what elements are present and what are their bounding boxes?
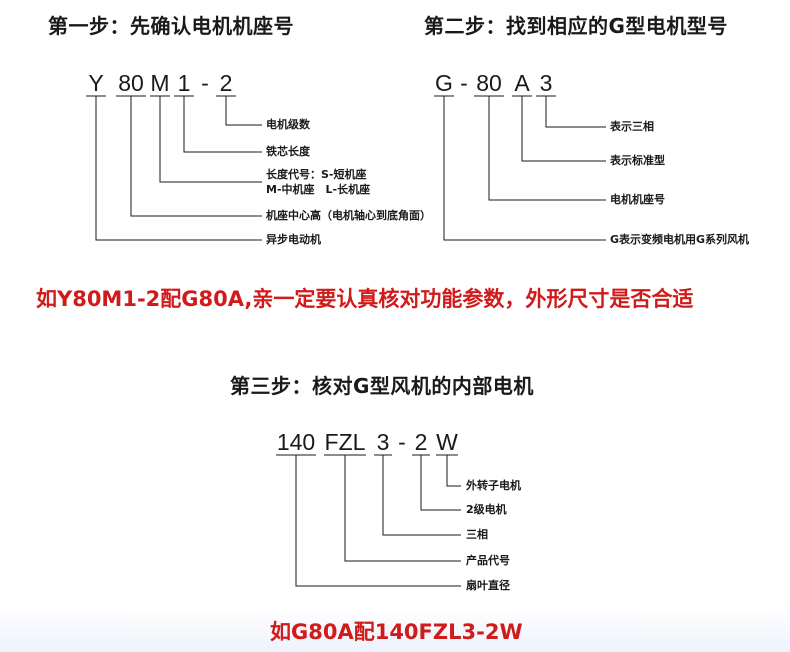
step2-title: 第二步：找到相应的G型电机型号 [424,14,728,38]
code-dash: - [201,70,209,96]
connector-w [446,455,461,487]
connector-g [443,96,606,241]
label-outer-rotor: 外转子电机 [466,479,521,492]
code-140: 140 [276,429,316,455]
code-m: M [150,70,170,96]
code-s3-3: 3 [376,429,390,455]
connector-s3-2 [420,455,461,511]
code-s3-2: 2 [414,429,428,455]
code-3: 3 [539,70,553,96]
connector-m [159,96,262,183]
label-async-motor: 异步电动机 [266,233,321,246]
code-g-80: 80 [476,70,502,96]
label-2-pole: 2级电机 [466,503,507,516]
code-80: 80 [118,70,144,96]
code-1: 1 [177,70,191,96]
connector-3 [545,96,606,128]
connector-fzl [344,455,461,562]
label-length-code-s: 长度代号：S-短机座 [266,168,367,181]
label-three-phase: 表示三相 [610,120,654,133]
label-frame-number: 电机机座号 [610,193,665,206]
code-w: W [436,429,458,455]
label-core-length: 铁芯长度 [266,145,310,158]
code-fzl: FZL [324,429,366,455]
label-pole-count: 电机级数 [266,118,310,131]
connector-140 [295,455,461,587]
code-g-dash: - [460,70,468,96]
label-standard-type: 表示标准型 [610,154,665,167]
connector-s3-3 [382,455,461,536]
label-length-code-ml: M-中机座 L-长机座 [266,183,371,196]
step3-title: 第三步：核对G型风机的内部电机 [230,374,534,398]
connector-y [95,96,262,241]
label-s3-three-phase: 三相 [466,528,488,541]
example1-text: 如Y80M1-2配G80A,亲一定要认真核对功能参数，外形尺寸是否合适 [36,287,694,311]
code-a: A [514,70,530,96]
connector-1 [183,96,262,153]
label-center-height: 机座中心高（电机轴心到底角面） [266,209,431,222]
connector-80 [130,96,262,217]
step1-title: 第一步：先确认电机机座号 [48,14,294,38]
label-blade-diameter: 扇叶直径 [466,579,510,592]
connector-a [521,96,606,162]
connector-2 [225,96,262,126]
label-g-series: G表示变频电机用G系列风机 [610,233,750,246]
code-g: G [435,70,453,96]
connector-g80 [488,96,606,201]
code-2: 2 [219,70,233,96]
code-y: Y [88,70,104,96]
label-product-code: 产品代号 [466,554,510,567]
code-s3-dash: - [398,429,406,455]
example2-text: 如G80A配140FZL3-2W [270,620,523,644]
